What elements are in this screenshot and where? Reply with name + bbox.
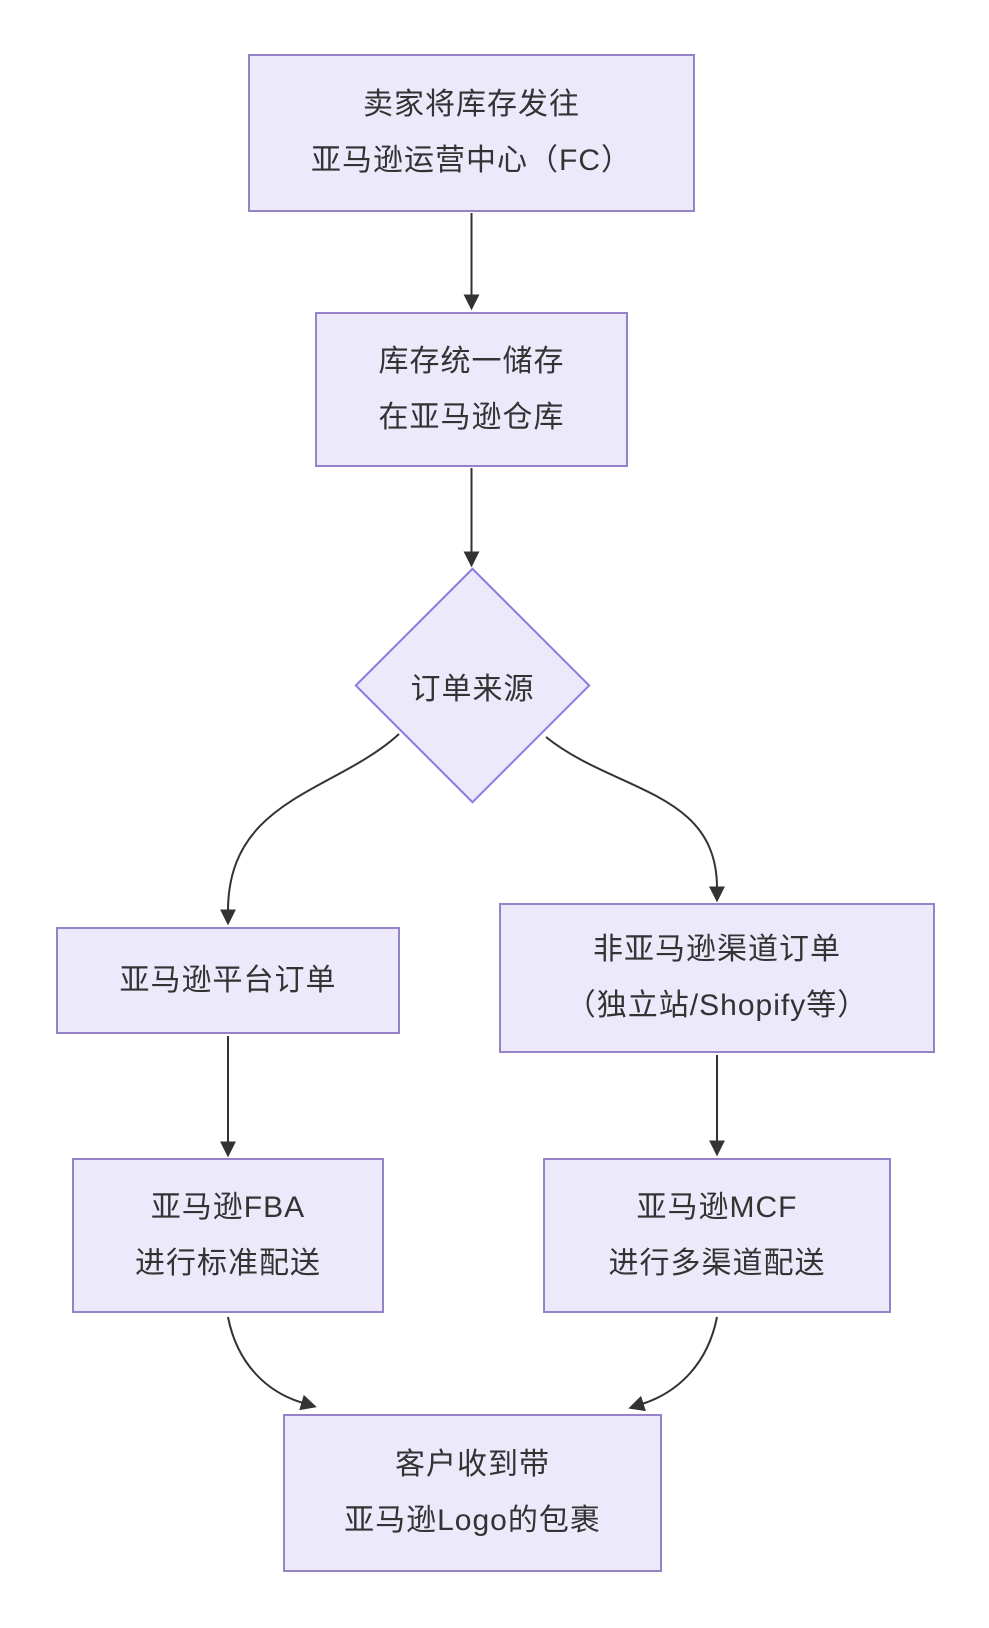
node-text-line: 亚马逊Logo的包裹: [344, 1504, 601, 1537]
node-text-line: （独立站/Shopify等）: [565, 989, 869, 1022]
node-text-line: 亚马逊运营中心（FC）: [311, 144, 632, 177]
node-text-line: 卖家将库存发往: [363, 88, 580, 121]
node-order-source: 订单来源: [354, 567, 591, 804]
edge-mcf-to-customer: [628, 1316, 718, 1412]
node-text-line: 进行多渠道配送: [608, 1246, 826, 1280]
node-text-line: 库存统一储存: [378, 344, 565, 378]
node-amazon-platform-order: 亚马逊平台订单: [56, 927, 400, 1034]
node-text-line: 客户收到带: [395, 1448, 550, 1481]
node-store-inventory: 库存统一储存 在亚马逊仓库: [315, 312, 628, 467]
node-mcf-multichannel-delivery: 亚马逊MCF 进行多渠道配送: [543, 1158, 891, 1313]
edge-fba-to-customer: [227, 1316, 317, 1411]
node-customer-receives-package: 客户收到带 亚马逊Logo的包裹: [283, 1414, 662, 1572]
node-text-line: 亚马逊MCF: [636, 1190, 798, 1224]
node-non-amazon-channel-order: 非亚马逊渠道订单 （独立站/Shopify等）: [499, 903, 935, 1053]
node-text-line: 非亚马逊渠道订单: [593, 933, 841, 966]
node-text-line: 亚马逊平台订单: [119, 963, 337, 997]
node-send-inventory: 卖家将库存发往 亚马逊运营中心（FC）: [248, 54, 695, 212]
node-text-line: 亚马逊FBA: [150, 1190, 306, 1224]
node-text-line: 进行标准配送: [135, 1246, 321, 1280]
edge-source-to-amazon-order: [220, 733, 400, 926]
node-text-line: 订单来源: [410, 672, 535, 706]
node-text-line: 在亚马逊仓库: [378, 400, 565, 434]
edge-source-to-non-amazon-order: [545, 736, 725, 903]
node-fba-standard-delivery: 亚马逊FBA 进行标准配送: [72, 1158, 384, 1313]
